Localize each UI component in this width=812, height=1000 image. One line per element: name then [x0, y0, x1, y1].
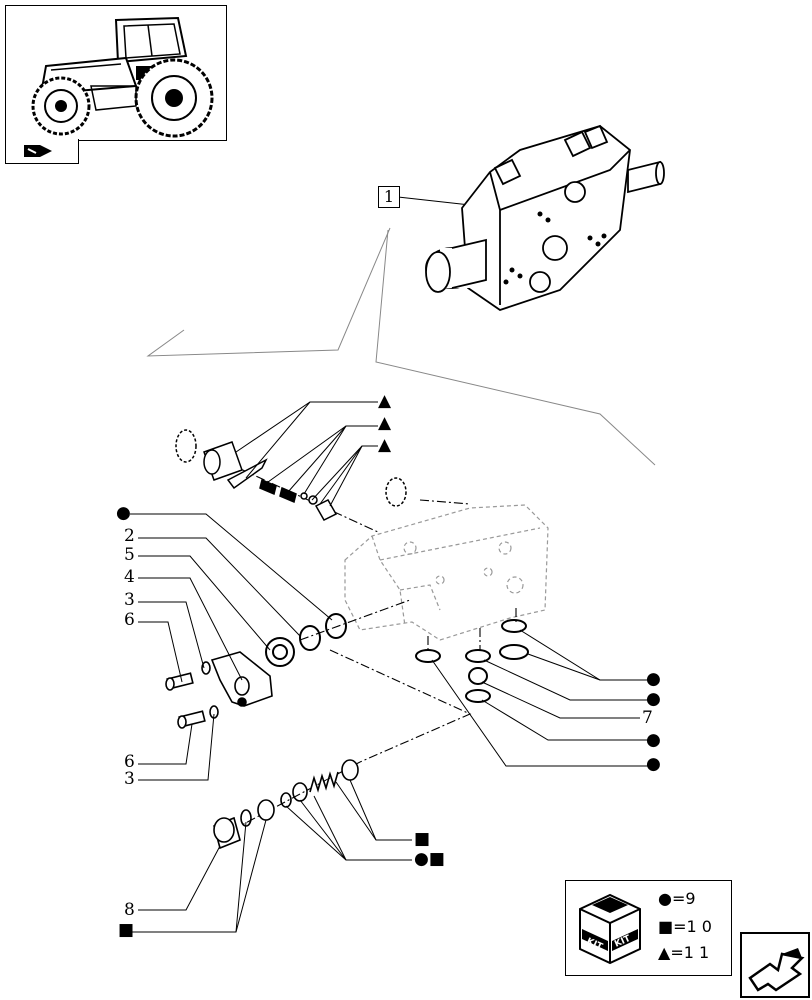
kit-row-text: =1 1 — [670, 943, 710, 962]
triangle-symbol: ▲ — [378, 391, 392, 411]
kit-row-symbol: ● — [658, 889, 672, 908]
leader-lines-left — [130, 513, 333, 933]
cover-bracket — [165, 651, 273, 729]
dashed-valve-body — [344, 504, 549, 641]
callout-4: 4 — [124, 567, 135, 587]
previous-page-icon — [24, 145, 52, 157]
valve-assembly — [425, 124, 665, 311]
next-page-button[interactable] — [740, 932, 810, 998]
circle-symbol: ● — [646, 669, 661, 689]
callout-2: 2 — [124, 526, 135, 546]
square-symbol: ■ — [118, 920, 135, 940]
tractor-thumbnail-icon — [31, 16, 214, 138]
square-symbol: ■ — [414, 829, 431, 849]
previous-page-tab[interactable] — [5, 139, 79, 164]
callout-6-lower: 6 — [124, 752, 135, 772]
triangle-symbol: ▲ — [378, 413, 392, 433]
circle-symbol: ● — [646, 730, 661, 750]
kit-box-icon: KIT KIT — [579, 893, 641, 965]
circle-symbol: ● — [646, 689, 661, 709]
seal-rings — [265, 613, 529, 703]
circle-symbol: ● — [646, 754, 661, 774]
callout-3: 3 — [124, 590, 135, 610]
tractor-thumbnail — [5, 5, 227, 141]
callout-7: 7 — [642, 708, 653, 728]
callout-3-lower: 3 — [124, 769, 135, 789]
circle-square-symbol: ●■ — [414, 849, 445, 869]
upper-spool-parts — [175, 429, 407, 521]
kit-row-triangle: ▲=1 1 — [658, 945, 709, 961]
leader-lines-top — [235, 401, 378, 507]
next-page-arrow-icon — [748, 948, 805, 992]
kit-row-text: =1 0 — [673, 917, 712, 936]
callout-8: 8 — [124, 900, 135, 920]
callout-5: 5 — [124, 545, 135, 565]
callout-6: 6 — [124, 610, 135, 630]
kit-row-symbol: ■ — [658, 917, 674, 936]
reference-label-1: 1 — [378, 186, 400, 208]
kit-row-symbol: ▲ — [658, 943, 671, 962]
reference-lines — [146, 227, 656, 466]
kit-row-circle: ●=9 — [658, 891, 696, 907]
kit-legend: KIT KIT ●=9 ■=1 0 ▲=1 1 — [565, 880, 732, 976]
valve-holes — [503, 211, 607, 285]
kit-row-text: =9 — [671, 889, 696, 908]
spring-pack — [213, 759, 359, 850]
leader-lines-bottom — [285, 779, 412, 861]
triangle-symbol: ▲ — [378, 435, 392, 455]
kit-row-square: ■=1 0 — [658, 919, 712, 935]
circle-symbol: ● — [116, 503, 131, 523]
leader-lines-right — [431, 629, 650, 767]
center-lines — [209, 454, 517, 827]
